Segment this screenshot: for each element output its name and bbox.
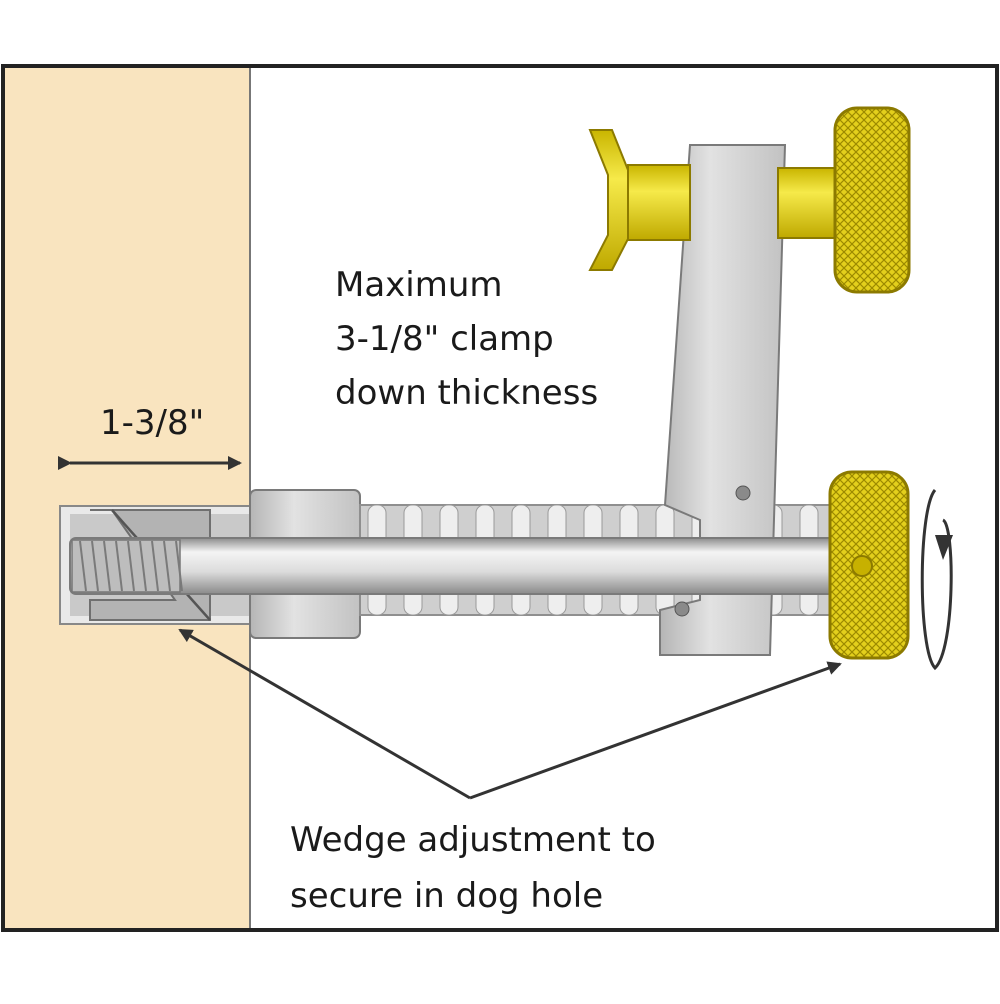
wedge-note-line-2: secure in dog hole (290, 876, 604, 916)
bottom-knob (828, 470, 910, 660)
max-thickness-line-1: Maximum (335, 265, 503, 305)
rivet-top (735, 485, 751, 501)
rod-tip-thread (163, 540, 171, 592)
rod-tip-thread (175, 540, 183, 592)
rod-threaded-tip (71, 539, 181, 593)
rod-tip-thread (115, 540, 123, 592)
wedge-leader-lines (178, 628, 842, 800)
rod-tip-thread (151, 540, 159, 592)
rod-tip-thread (103, 540, 111, 592)
bench-top-section (5, 68, 249, 928)
top-knob (833, 106, 911, 294)
rod-tip-thread (91, 540, 99, 592)
hold-down-arm (659, 144, 787, 656)
rotation-arrow (920, 489, 953, 671)
max-thickness-line-2: 3-1/8" clamp (335, 319, 554, 359)
max-thickness-line-3: down thickness (335, 373, 599, 413)
rod-tip-thread (127, 540, 135, 592)
max-thickness-label: Maximum 3-1/8" clamp down thickness (335, 258, 598, 420)
rod-tip-thread (139, 540, 147, 592)
rivet-bottom (674, 601, 690, 617)
rod-tip-thread (79, 540, 87, 592)
wedge-note-label: Wedge adjustment to secure in dog hole (290, 812, 656, 924)
wedge-note-line-1: Wedge adjustment to (290, 820, 656, 860)
center-rod (69, 537, 851, 595)
hole-depth-label: 1-3/8" (100, 403, 205, 443)
clamp-pad (588, 129, 839, 271)
